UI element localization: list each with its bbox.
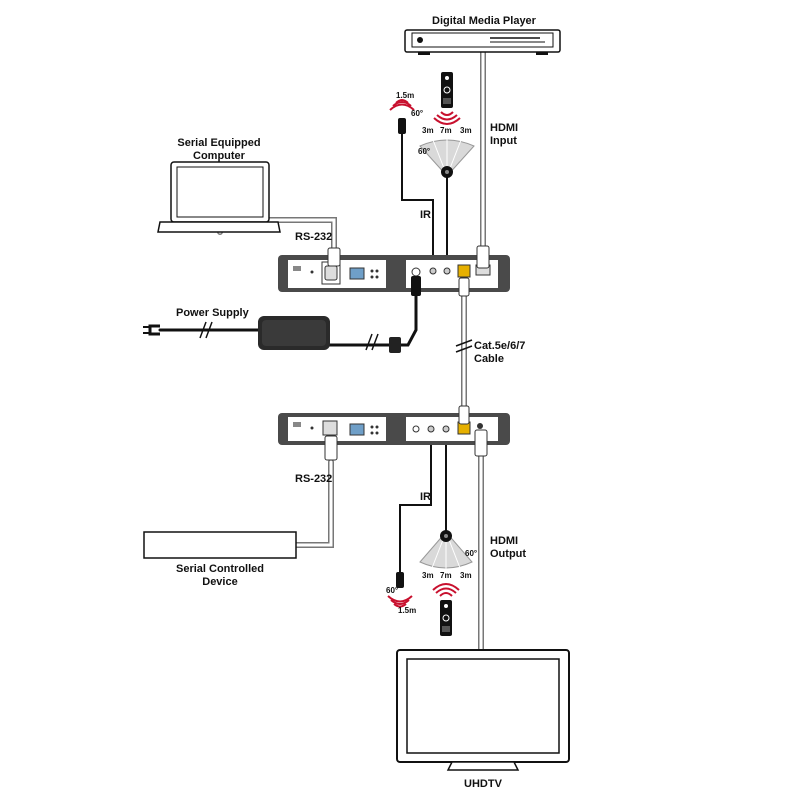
ir-sensor-cable-bottom xyxy=(399,444,432,573)
ir-blaster-side-left-top: 3m xyxy=(422,126,434,135)
label-serial-equipped-2: Computer xyxy=(193,150,246,162)
label-cat-cable-1: Cat.5e/6/7 xyxy=(474,340,525,352)
transmitter-unit xyxy=(278,255,510,292)
ir-sensor-angle-top: 60° xyxy=(411,109,423,118)
ir-blaster-side-left-bottom: 3m xyxy=(422,571,434,580)
label-hdmi-output-1: HDMI xyxy=(490,535,518,547)
label-rs232-bottom: RS-232 xyxy=(295,473,332,485)
label-hdmi-input-1: HDMI xyxy=(490,122,518,134)
label-power-supply: Power Supply xyxy=(176,307,250,319)
ir-blaster-angle-bottom: 60° xyxy=(465,549,477,558)
cable-break-marks xyxy=(199,321,473,353)
label-cat-cable-2: Cable xyxy=(474,353,504,365)
power-adapter-icon xyxy=(143,316,401,353)
label-rs232-top: RS-232 xyxy=(295,231,332,243)
tx-connectors xyxy=(327,245,490,297)
ir-blaster-side-right-bottom: 3m xyxy=(460,571,472,580)
label-digital-media-player: Digital Media Player xyxy=(432,15,537,27)
media-player-icon xyxy=(404,29,561,55)
label-hdmi-input-2: Input xyxy=(490,135,517,147)
remote-control-icon xyxy=(441,72,453,108)
ir-waves-bottom xyxy=(432,583,460,597)
ir-blaster-center-top: 7m xyxy=(440,126,452,135)
ir-blaster-coverage-bottom xyxy=(419,530,473,570)
label-uhdtv: UHDTV xyxy=(464,778,503,790)
ir-blaster-angle-top: 60° xyxy=(418,147,430,156)
label-serial-controlled-2: Device xyxy=(202,576,237,588)
ir-sensor-angle-bottom: 60° xyxy=(386,586,398,595)
ir-blaster-side-right-top: 3m xyxy=(460,126,472,135)
ir-sensor-cable-top xyxy=(401,133,434,263)
label-serial-equipped-1: Serial Equipped xyxy=(177,137,260,149)
label-ir-top: IR xyxy=(420,209,431,221)
laptop-icon xyxy=(157,161,281,233)
ir-sensor-top xyxy=(389,99,415,134)
ir-blaster-center-bottom: 7m xyxy=(440,571,452,580)
ir-sensor-range-top: 1.5m xyxy=(396,91,414,100)
power-cable-dc xyxy=(328,288,418,347)
serial-controlled-device xyxy=(143,531,297,559)
ir-waves-top xyxy=(433,111,461,125)
ir-sensor-range-bottom: 1.5m xyxy=(398,606,416,615)
label-ir-bottom: IR xyxy=(420,491,431,503)
label-serial-controlled-1: Serial Controlled xyxy=(176,563,264,575)
ir-sensor-bottom xyxy=(387,572,413,608)
label-hdmi-output-2: Output xyxy=(490,548,526,560)
remote-control-icon-bottom xyxy=(440,600,452,636)
ir-blaster-coverage-top xyxy=(419,138,475,178)
rx-connectors xyxy=(324,405,488,461)
tv-icon xyxy=(396,649,570,771)
